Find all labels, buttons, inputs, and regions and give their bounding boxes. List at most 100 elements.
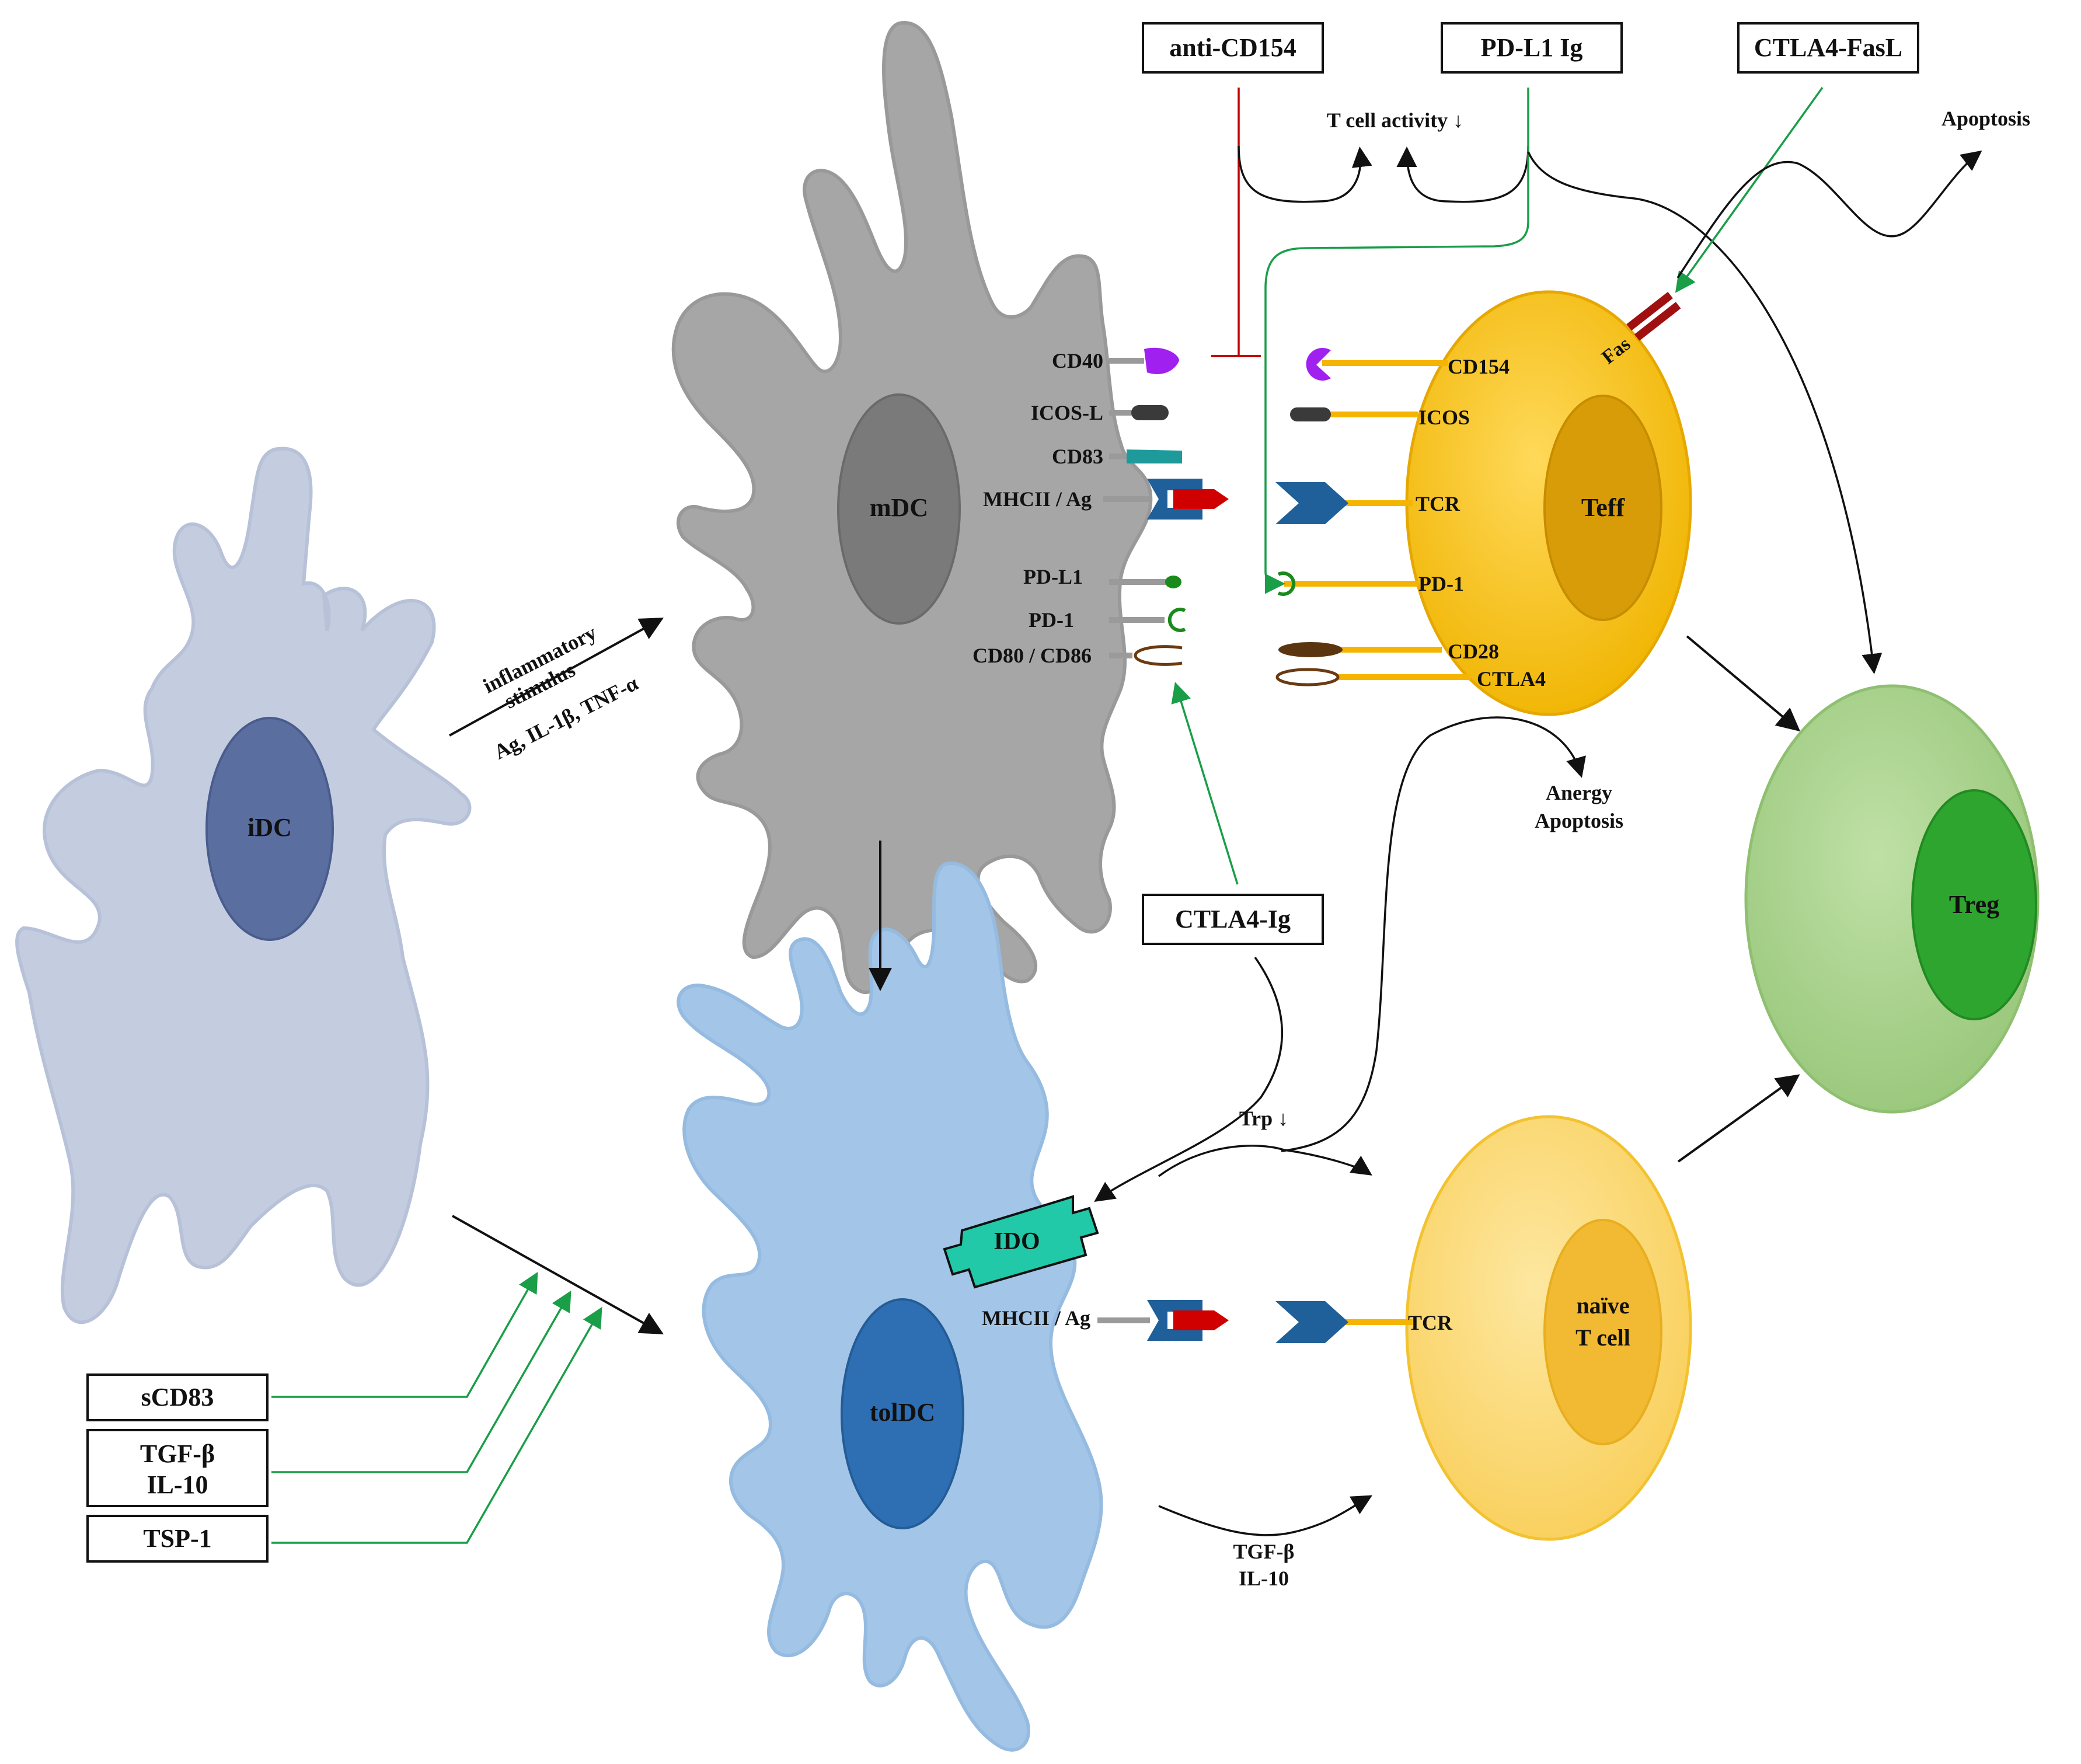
arrow-ctla4fasl-fas <box>1675 86 1824 293</box>
teff-tcr-label: TCR <box>1416 492 1460 515</box>
icosl-icon <box>1131 405 1169 420</box>
arrow-ctla4ig-ido <box>1094 956 1284 1202</box>
arrow-idc-to-toldc <box>452 1215 664 1334</box>
box-ctla4-fasl: CTLA4-FasL <box>1737 22 1919 74</box>
arrow-ctla4ig-cd80 <box>1171 682 1239 885</box>
tgfb-box-label: TGF-β <box>140 1439 215 1468</box>
treg-nucleus <box>1911 789 2037 1020</box>
treg-label: Treg <box>1949 890 1999 919</box>
box-tsp1: TSP-1 <box>86 1515 269 1563</box>
anergy-label: Anergy <box>1546 781 1612 804</box>
treg-cell: Treg <box>1744 684 2040 1114</box>
icos-icon <box>1290 407 1331 421</box>
scd83-label: sCD83 <box>141 1383 214 1411</box>
mdc-nucleus <box>837 393 961 625</box>
pdl1-ig-label: PD-L1 Ig <box>1481 33 1583 62</box>
tsp1-label: TSP-1 <box>143 1524 211 1553</box>
trp-label: Trp ↓ <box>1239 1107 1288 1130</box>
box-scd83: sCD83 <box>86 1373 269 1421</box>
teff-nucleus <box>1543 395 1662 621</box>
arrow-idc-to-mdc <box>449 618 664 737</box>
mdc-pdl1-label: PD-L1 <box>1023 565 1083 588</box>
mdc-cd80-label: CD80 / CD86 <box>972 644 1092 667</box>
box-pdl1-ig: PD-L1 Ig <box>1441 22 1623 74</box>
connectors <box>271 86 1982 1544</box>
mdc-pd1-icon <box>1167 608 1186 632</box>
naive-tcell: naïve T cell <box>1405 1115 1692 1541</box>
idc-label: iDC <box>248 813 292 842</box>
pdl1-icon <box>1165 576 1181 588</box>
toldc-cell: tolDC <box>677 862 1103 1752</box>
ido-enzyme: IDO <box>943 1195 1099 1289</box>
apoptosis-top-label: Apoptosis <box>1941 107 2030 130</box>
arrow-pdl1ig-pd1 <box>1264 88 1529 594</box>
arrow-pdl1ig-activity <box>1396 145 1529 203</box>
mdc-mhc-label: MHCII / Ag <box>983 487 1092 511</box>
naive-label-line1: naïve <box>1576 1292 1629 1319</box>
teff-ctla4-label: CTLA4 <box>1477 667 1546 691</box>
arrow-pdl1ig-treg <box>1527 151 1883 674</box>
teff-pd1-icon <box>1277 571 1296 596</box>
mdc-cd40-label: CD40 <box>1052 349 1103 372</box>
teff-icos-label: ICOS <box>1418 406 1470 429</box>
fas-icon <box>1626 291 1681 341</box>
cd40-icon <box>1144 347 1179 374</box>
tol-il10-label: IL-10 <box>1239 1567 1289 1590</box>
tcell-activity-label: T cell activity ↓ <box>1327 109 1463 132</box>
tol-mhc-label: MHCII / Ag <box>982 1306 1090 1330</box>
ctla4-icon <box>1275 668 1340 686</box>
tol-mhc-icon <box>1147 1300 1202 1341</box>
mdc-icosl-label: ICOS-L <box>1031 401 1103 424</box>
teff-label: Teff <box>1581 493 1625 522</box>
idc-cell: iDC <box>15 447 472 1324</box>
anti-cd154-label: anti-CD154 <box>1169 33 1296 62</box>
teff-pd1-label: PD-1 <box>1418 572 1464 595</box>
box-ctla4-ig: CTLA4-Ig <box>1142 894 1324 945</box>
ctla4-ig-label: CTLA4-Ig <box>1175 905 1291 933</box>
arrow-teff-treg <box>1686 635 1801 732</box>
naive-tcr-label: TCR <box>1408 1311 1453 1334</box>
box-anti-cd154: anti-CD154 <box>1142 22 1324 74</box>
naive-label-line2: T cell <box>1575 1324 1630 1351</box>
tol-antigen-icon <box>1173 1310 1229 1330</box>
tol-tgfb-label: TGF-β <box>1233 1540 1295 1563</box>
arrow-scd83 <box>271 1271 538 1398</box>
mdc-cell: mDC <box>671 21 1153 995</box>
ctla4-fasl-label: CTLA4-FasL <box>1754 33 1902 62</box>
teff-molecules: CD154 ICOS TCR PD-1 CD28 CTLA4 Fas <box>1275 291 1681 691</box>
arrow-naive-treg <box>1677 1074 1800 1163</box>
teff-cd154-label: CD154 <box>1448 355 1510 378</box>
arrow-tsp1 <box>271 1306 602 1544</box>
ido-label: IDO <box>994 1228 1040 1255</box>
antigen-icon <box>1173 489 1229 509</box>
teff-cell: Teff <box>1405 290 1692 716</box>
mdc-cd83-label: CD83 <box>1052 445 1103 468</box>
arrow-anti-cd154-activity <box>1238 145 1372 203</box>
arrow-tol-cytokines-naive <box>1158 1495 1373 1536</box>
toldc-label: tolDC <box>870 1398 935 1427</box>
naive-nucleus <box>1543 1219 1662 1445</box>
naive-tcr-icon <box>1275 1301 1348 1343</box>
idc-nucleus <box>205 717 334 941</box>
mdc-pd1-label: PD-1 <box>1029 608 1074 632</box>
cd80-icon <box>1134 645 1183 666</box>
mhc-icon <box>1147 479 1202 520</box>
arrow-tgfb-il10 <box>271 1290 571 1473</box>
teff-cd28-label: CD28 <box>1448 640 1499 663</box>
cd28-icon <box>1278 642 1343 657</box>
cd154-icon <box>1306 348 1331 381</box>
arrow-trp-anergy <box>1281 716 1586 1152</box>
box-tgfb-il10: TGF-β IL-10 <box>86 1429 269 1507</box>
tol-molecules: MHCII / Ag TCR <box>982 1300 1453 1343</box>
mdc-label: mDC <box>870 493 928 522</box>
arrow-trp-naive <box>1158 1144 1372 1177</box>
cd83-icon <box>1127 449 1182 463</box>
apoptosis-mid-label: Apoptosis <box>1535 809 1623 832</box>
il10-box-label: IL-10 <box>147 1470 208 1499</box>
teff-tcr-icon <box>1275 482 1348 524</box>
toldc-nucleus <box>841 1298 964 1529</box>
arrow-fas-apoptosis <box>1676 150 1982 278</box>
mdc-molecules: CD40 ICOS-L CD83 MHCII / Ag PD-L1 PD-1 C… <box>972 347 1229 667</box>
